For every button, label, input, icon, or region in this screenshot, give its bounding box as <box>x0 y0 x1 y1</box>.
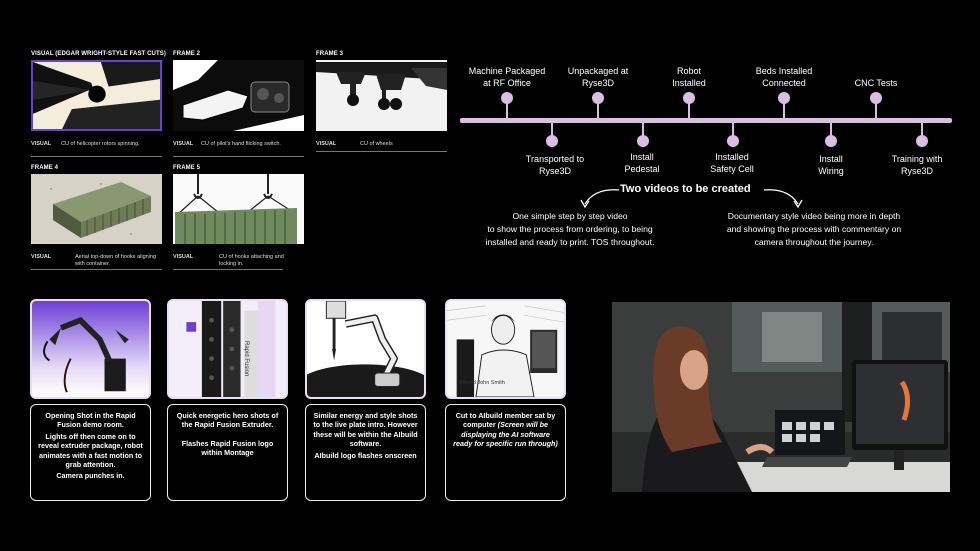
frame-2-header: FRAME 2 <box>173 51 201 57</box>
name-tag-label: AIbuild John Smith <box>459 380 505 386</box>
frame-4-caption: VISUAL Aerial top-down of hooks aligning… <box>31 254 162 268</box>
shot-4-italic-note: (Screen will be displaying the AI softwa… <box>453 420 558 449</box>
videos-title: Two videos to be created <box>620 183 751 195</box>
shot-3-line-1: Similar energy and style shots to the li… <box>313 411 418 449</box>
frame-4-visual-label: VISUAL <box>31 254 52 260</box>
frame-5-visual-label: VISUAL <box>173 254 194 260</box>
shot-3-card: Similar energy and style shots to the li… <box>305 404 426 501</box>
frame-5-header: FRAME 5 <box>173 165 201 171</box>
frame-2-caption: VISUAL CU of pilot's hand flicking switc… <box>173 141 304 155</box>
timeline-bottom-stem-1 <box>551 121 553 137</box>
person-at-computer-sketch-icon: AIbuild John Smith <box>445 299 566 399</box>
shot-2-line-2: Flashes Rapid Fusion logo within Montage <box>181 438 274 458</box>
timeline-top-stem-4 <box>783 100 785 120</box>
timeline-bottom-stem-2 <box>642 121 644 137</box>
frame-2-divider <box>173 156 304 157</box>
extruder-brand-label: Rapid Fusion <box>243 341 249 377</box>
frame-1-visual-label: VISUAL <box>31 141 52 147</box>
frame-3-divider <box>316 151 447 152</box>
frame-5-caption: VISUAL CU of hooks attaching and locking… <box>173 254 304 268</box>
timeline-top-stem-3 <box>688 100 690 120</box>
helicopter-wheels-sketch-icon <box>316 60 447 131</box>
curved-arrow-left-icon <box>580 189 620 209</box>
timeline-top-dot-4 <box>778 92 790 104</box>
timeline-top-dot-2 <box>592 92 604 104</box>
frame-1-caption: VISUAL CU of helicopter rotors spinning. <box>31 141 162 155</box>
shot-1-line-1: Opening Shot in the Rapid Fusion demo ro… <box>45 411 136 430</box>
frame-4-divider <box>31 269 162 270</box>
pilot-hand-switch-sketch-icon <box>173 60 304 131</box>
shot-4-card: Cut to AIbuild member sat by computer (S… <box>445 404 566 501</box>
timeline-top-dot-3 <box>683 92 695 104</box>
timeline-bottom-dot-2 <box>637 135 649 147</box>
video-two-description: Documentary style video being more in de… <box>726 211 902 247</box>
timeline-bottom-dot-5 <box>916 135 928 147</box>
shot-1-line-3: Camera punches in. <box>56 471 125 481</box>
frame-3-visual-label: VISUAL <box>316 141 337 147</box>
frame-3-caption: VISUAL CU of wheels <box>316 141 447 149</box>
frame-4-description: Aerial top-down of hooks aligning with c… <box>75 254 157 267</box>
timeline-bottom-stem-4 <box>830 121 832 137</box>
shot-1-card: Opening Shot in the Rapid Fusion demo ro… <box>30 404 151 501</box>
timeline-bottom-stem-5 <box>921 121 923 137</box>
frame-1-header: VISUAL (EDGAR WRIGHT-STYLE FAST CUTS) <box>31 51 166 57</box>
timeline-bottom-dot-4 <box>825 135 837 147</box>
timeline-bottom-stem-3 <box>732 121 734 137</box>
timeline-top-stem-2 <box>597 100 599 120</box>
helicopter-rotor-sketch-icon <box>31 60 162 131</box>
frame-1-description: CU of helicopter rotors spinning. <box>61 141 140 147</box>
frame-3-header: FRAME 3 <box>316 51 344 57</box>
timeline-bottom-dot-1 <box>546 135 558 147</box>
timeline-top-stem-5 <box>875 100 877 120</box>
timeline-top-label-5: CNC Tests <box>854 78 898 88</box>
robot-arm-render-icon <box>30 299 151 399</box>
timeline-top-dot-1 <box>501 92 513 104</box>
timeline-bottom-dot-3 <box>727 135 739 147</box>
shot-1-line-2: Lights off then come on to reveal extrud… <box>38 431 143 470</box>
frame-1-divider <box>31 156 162 157</box>
frame-3-description: CU of wheels <box>360 141 393 147</box>
timeline-top-stem-1 <box>506 100 508 120</box>
container-aerial-sketch-icon <box>31 174 162 244</box>
timeline-track <box>460 118 952 123</box>
shot-2-line-1: Quick energetic hero shots of the Rapid … <box>176 411 279 430</box>
container-hooks-sketch-icon <box>173 174 304 244</box>
robot-arm-sketch-icon <box>305 299 426 399</box>
frame-5-description: CU of hooks attaching and locking in. <box>219 254 284 267</box>
woman-at-computer-photo-icon <box>612 302 950 492</box>
timeline-top-dot-5 <box>870 92 882 104</box>
frame-2-description: CU of pilot's hand flicking switch. <box>201 141 281 147</box>
extruder-render-icon: Rapid Fusion <box>167 299 288 399</box>
frame-5-divider <box>173 269 283 270</box>
curved-arrow-right-icon <box>763 189 803 209</box>
shot-4-line-1: Cut to AIbuild member sat by computer <box>455 411 556 430</box>
frame-2-visual-label: VISUAL <box>173 141 194 147</box>
shot-2-card: Quick energetic hero shots of the Rapid … <box>167 404 288 501</box>
shot-3-line-2: AIbuild logo flashes onscreen <box>314 450 417 460</box>
frame-4-header: FRAME 4 <box>31 165 59 171</box>
